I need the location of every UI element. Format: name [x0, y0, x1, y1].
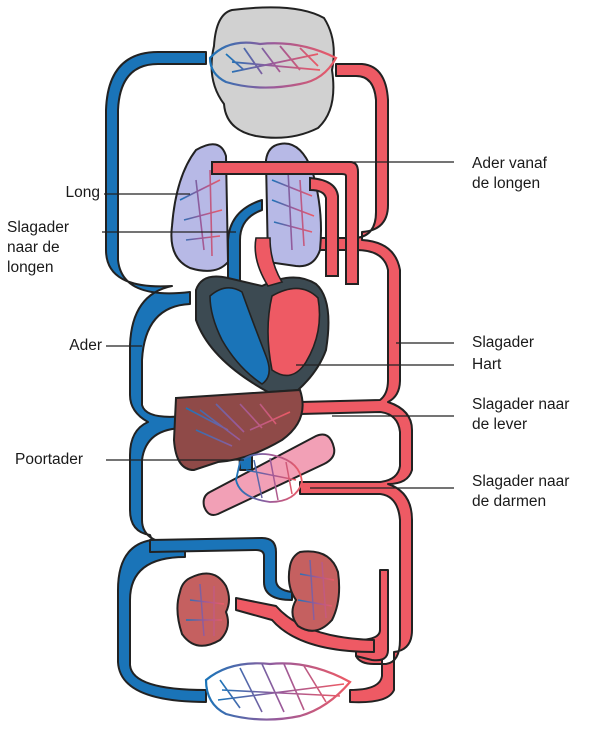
lower-capillary-bed	[206, 663, 350, 719]
label-slagader: Slagader	[472, 333, 534, 353]
label-long: Long	[40, 183, 100, 203]
label-slagader-longen-line1: Slagader	[7, 218, 69, 238]
label-slagader-darmen-line1: Slagader naar	[472, 472, 569, 492]
label-slagader-longen-line3: longen	[7, 258, 54, 278]
label-slagader-darmen-line2: de darmen	[472, 492, 546, 512]
label-hart: Hart	[472, 355, 501, 375]
label-slagader-lever-line1: Slagader naar	[472, 395, 569, 415]
label-poortader: Poortader	[15, 450, 83, 470]
label-ader-longen-line2: de longen	[472, 174, 540, 194]
kidneys	[177, 551, 339, 645]
label-ader: Ader	[30, 336, 102, 356]
brain-capillary-bed	[210, 7, 336, 137]
label-ader-longen-line1: Ader vanaf	[472, 154, 547, 174]
label-slagader-longen-line2: naar de	[7, 238, 60, 258]
label-slagader-lever-line2: de lever	[472, 415, 527, 435]
